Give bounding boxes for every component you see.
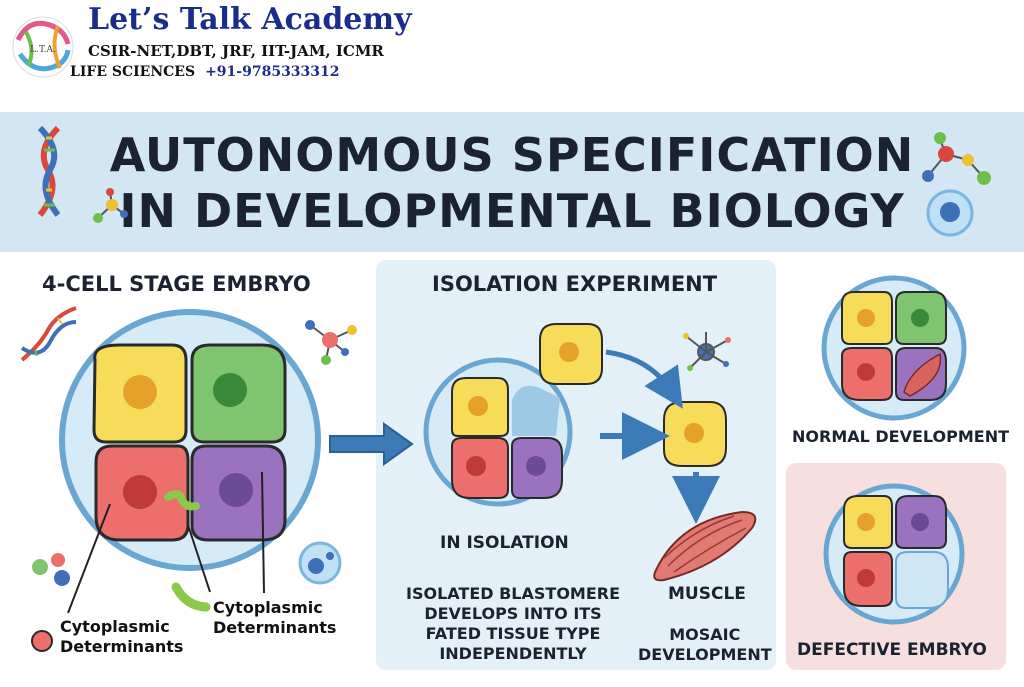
isolated-blastomere [539,323,603,385]
label-line: Determinants [213,618,337,637]
isolation-heading: ISOLATION EXPERIMENT [432,272,718,296]
normal-embryo [821,275,967,421]
neuron-icon [683,332,731,371]
svg-text:L.T.A.: L.T.A. [30,45,56,55]
muscle-label: MUSCLE [668,584,746,604]
isolation-description: ISOLATED BLASTOMERE DEVELOPS INTO ITS FA… [406,584,620,664]
label-line: Cytoplasmic [213,598,323,617]
academy-logo: L.T.A. [12,16,74,78]
defective-embryo-label: DEFECTIVE EMBRYO [797,640,987,660]
molecule-icon [93,188,128,223]
cytoplasmic-determinants-label-right: Cytoplasmic Determinants [213,598,336,638]
brand-phone: +91-9785333312 [205,64,340,80]
description-line: FATED TISSUE TYPE [425,624,601,643]
cell-icon [926,189,974,237]
label-line: Determinants [60,637,184,656]
normal-development-label: NORMAL DEVELOPMENT [792,427,1010,446]
title-banner [0,112,1024,252]
banner-title-line2: IN DEVELOPMENTAL BIOLOGY [119,184,905,238]
cell-icon [298,541,342,585]
four-cell-heading: 4-CELL STAGE EMBRYO [42,272,311,296]
mosaic-line: DEVELOPMENT [638,645,772,664]
description-line: DEVELOPS INTO ITS [424,604,602,623]
in-isolation-label: IN ISOLATION [440,533,569,553]
label-line: Cytoplasmic [60,617,170,636]
muscle-icon [653,510,757,582]
brand-exams: CSIR-NET,DBT, JRF, IIT-JAM, ICMR [88,42,384,60]
molecule-icon [305,320,357,365]
cluster-dots-icon [32,553,70,586]
isolation-embryo [423,357,573,507]
molecule-icon [922,132,991,185]
dna-icon [20,306,77,362]
cytoplasmic-determinants-label-left: Cytoplasmic Determinants [60,617,183,657]
isolation-arrows [600,349,720,524]
mosaic-line: MOSAIC [669,625,741,644]
brand-subject-phone: LIFE SCIENCES +91-9785333312 [70,64,340,80]
description-line: ISOLATED BLASTOMERE [406,584,621,603]
developing-blastomere [663,401,727,467]
four-cell-embryo [31,309,321,652]
arrow-to-isolation [329,422,414,466]
description-line: INDEPENDENTLY [439,644,587,663]
brand-subject: LIFE SCIENCES [70,64,196,80]
banner-title-line1: AUTONOMOUS SPECIFICATION [109,128,915,182]
dna-icon [37,125,61,217]
defective-embryo [823,483,965,625]
brand-title: Let’s Talk Academy [88,2,412,37]
mosaic-development-label: MOSAIC DEVELOPMENT [638,625,772,665]
